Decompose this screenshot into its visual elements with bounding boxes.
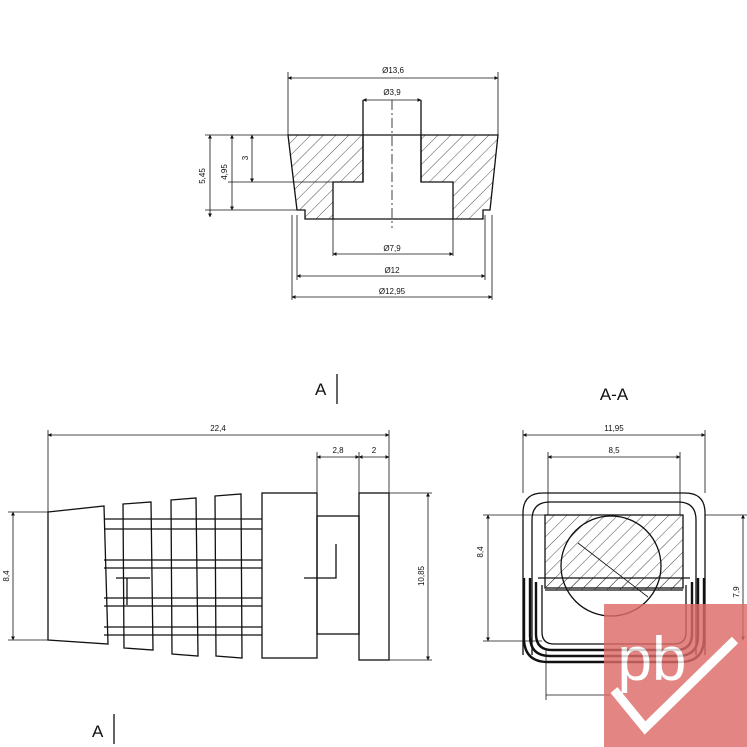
section-outer-shell <box>522 492 706 655</box>
label-dia-hole: Ø3,9 <box>383 88 401 97</box>
label-dia-bore: Ø7,9 <box>383 244 401 253</box>
label-height-1085: 10,85 <box>417 565 426 586</box>
side-collar <box>358 492 390 661</box>
label-dim-28: 2,8 <box>332 446 344 455</box>
label-width-85: 8,5 <box>608 446 620 455</box>
side-neck <box>316 515 360 635</box>
section-hatched-block <box>545 515 683 588</box>
label-h-3: 3 <box>241 155 250 160</box>
side-nose <box>47 505 109 645</box>
label-length: 22,4 <box>210 424 226 433</box>
side-body <box>261 492 318 659</box>
label-dia-1295: Ø12,95 <box>379 287 406 296</box>
label-section-height-84: 8,4 <box>476 546 485 558</box>
label-height-84: 8,4 <box>2 570 11 582</box>
label-dia-12: Ø12 <box>384 266 400 275</box>
label-height-79: 7,9 <box>732 586 741 598</box>
label-dim-2: 2 <box>372 446 377 455</box>
watermark-logo: pb <box>604 604 747 747</box>
top-section-view: Ø13,6 Ø3,9 Ø7,9 Ø12 Ø12,95 5,45 4,95 3 <box>198 66 499 300</box>
label-width-1195: 11,95 <box>604 424 624 433</box>
top-body-outline <box>287 134 499 220</box>
side-rib-1 <box>122 501 154 651</box>
section-mark-bottom: A <box>92 722 104 741</box>
label-h-545: 5,45 <box>198 168 207 184</box>
side-view: A A 22,4 <box>2 374 432 744</box>
watermark-text: pb <box>618 625 687 694</box>
section-mark-top: A <box>315 380 327 399</box>
section-title: A-A <box>600 385 629 404</box>
side-rib-3 <box>214 493 243 659</box>
label-h-495: 4,95 <box>220 164 229 180</box>
label-dia-outer: Ø13,6 <box>382 66 404 75</box>
side-rib-2 <box>170 497 199 657</box>
